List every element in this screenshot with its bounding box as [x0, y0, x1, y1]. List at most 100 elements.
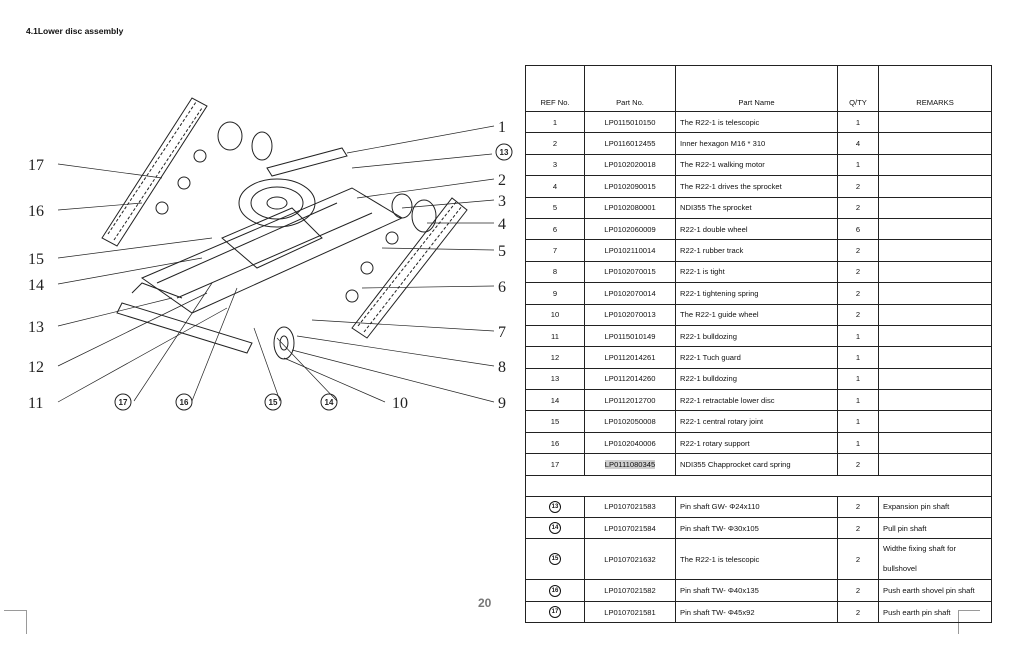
qty-cell-text: 1: [855, 417, 861, 427]
part-name-cell-text: NDI355 The sprocket: [680, 203, 752, 213]
part-name-cell: The R22-1 drives the sprocket: [675, 175, 838, 198]
remarks-cell: [878, 153, 992, 177]
part-name-cell-text: Pin shaft TW- Φ30x105: [680, 523, 759, 533]
qty-cell-text: 2: [855, 181, 861, 191]
header-remarks: REMARKS: [878, 65, 992, 112]
part-name-cell: R22-1 rubber track: [675, 239, 838, 262]
qty-cell-text: 2: [855, 459, 861, 469]
remarks-cell: Push earth shovel pin shaft: [878, 579, 992, 602]
circled-ref: 15: [549, 553, 561, 566]
part-name-cell: R22-1 tightening spring: [675, 282, 838, 305]
part-no-cell-text: LP0115010150: [604, 117, 656, 127]
part-no-cell-text: LP0115010149: [604, 331, 656, 341]
part-name-cell-text: The R22-1 guide wheel: [680, 310, 759, 320]
part-name-cell: Pin shaft TW- Φ40x135: [675, 579, 838, 602]
ref-cell-text: 2: [552, 139, 558, 149]
callout-4: 4: [498, 216, 506, 233]
qty-cell-text: 6: [855, 224, 861, 234]
qty-cell-text: 1: [855, 160, 861, 170]
table-row: 4 LP0102090015 The R22-1 drives the sprock…: [525, 175, 992, 198]
part-name-cell: The R22-1 guide wheel: [675, 303, 838, 326]
part-no-cell-text: LP0112012700: [604, 395, 656, 405]
callout-2: 2: [498, 172, 506, 189]
ref-cell: 1: [525, 110, 585, 134]
qty-cell: 1: [837, 346, 879, 369]
remarks-cell: [878, 217, 992, 241]
ref-cell: 8: [525, 260, 585, 284]
callout-10: 10: [392, 395, 408, 412]
remarks-cell: [878, 453, 992, 476]
callout-3: 3: [498, 193, 506, 210]
ref-cell: 15: [525, 410, 585, 433]
ref-cell-text: 6: [552, 224, 558, 234]
callout-9: 9: [498, 395, 506, 412]
circled-callout-13: 13: [500, 148, 509, 157]
ref-cell: 9: [525, 282, 585, 305]
ref-cell-text: 12: [550, 352, 560, 362]
part-name-cell: R22-1 Tuch guard: [675, 346, 838, 369]
header-qty: Q/TY: [837, 65, 879, 112]
part-name-cell-text: Pin shaft TW- Φ40x135: [680, 586, 759, 596]
circled-ref: 14: [549, 522, 561, 535]
qty-cell-text: 2: [855, 607, 861, 617]
qty-cell: 1: [837, 431, 879, 455]
qty-cell: 2: [837, 196, 879, 219]
part-no-cell-text: LP0102090015: [604, 181, 656, 191]
ref-cell: 13: [525, 495, 585, 519]
ref-cell-text: 15: [550, 417, 560, 427]
header-ref-no: REF No.: [525, 65, 585, 112]
ref-cell: 2: [525, 132, 585, 155]
remarks-cell: [878, 346, 992, 369]
qty-cell-text: 2: [855, 288, 861, 298]
qty-cell: 2: [837, 453, 879, 476]
part-no-cell-text: LP0112014261: [604, 352, 656, 362]
remarks-cell: Push earth pin shaft: [878, 600, 992, 624]
part-name-cell: Pin shaft TW- Φ45x92: [675, 600, 838, 624]
qty-cell: 6: [837, 217, 879, 241]
part-no-cell: LP0102020018: [584, 153, 676, 177]
part-no-cell-text: LP0107021582: [604, 586, 656, 596]
circled-callout-16: 16: [180, 398, 189, 407]
part-name-cell-text: R22-1 rotary support: [680, 438, 750, 448]
remarks-cell: Pull pin shaft: [878, 517, 992, 540]
part-name-cell: R22-1 bulldozing: [675, 324, 838, 348]
part-name-cell-text: R22-1 retractable lower disc: [680, 395, 775, 405]
callout-7: 7: [498, 324, 506, 341]
ref-cell: 16: [525, 579, 585, 602]
part-no-cell: LP0107021582: [584, 579, 676, 602]
part-no-cell: LP0107021584: [584, 517, 676, 540]
qty-cell: 2: [837, 303, 879, 326]
part-name-cell: The R22-1 walking motor: [675, 153, 838, 177]
part-no-cell-text: LP0102070013: [604, 310, 656, 320]
remarks-cell-text: Pull pin shaft: [883, 523, 927, 533]
part-no-cell: LP0102050008: [584, 410, 676, 433]
part-name-cell: R22-1 rotary support: [675, 431, 838, 455]
part-name-cell: R22-1 bulldozing: [675, 367, 838, 391]
remarks-cell: [878, 431, 992, 455]
ref-cell: 14: [525, 517, 585, 540]
ref-cell: 17: [525, 600, 585, 624]
part-no-cell-text: LP0116012455: [604, 139, 656, 149]
remarks-cell: [878, 282, 992, 305]
remarks-cell: [878, 239, 992, 262]
part-no-cell-text: LP0102110014: [604, 246, 656, 256]
part-no-cell-text: LP0102070015: [604, 267, 656, 277]
ref-cell-text: 4: [552, 181, 558, 191]
part-name-cell-text: R22-1 tightening spring: [680, 288, 759, 298]
qty-cell-text: 2: [855, 203, 861, 213]
part-name-cell-text: The R22-1 is telescopic: [680, 554, 760, 564]
qty-cell-text: 1: [855, 331, 861, 341]
walking-motor: [217, 121, 437, 233]
remarks-cell-text: Push earth shovel pin shaft: [883, 586, 975, 596]
part-no-cell: LP0115010150: [584, 110, 676, 134]
part-no-cell-text: LP0102020018: [604, 160, 656, 170]
part-no-cell-text: LP0107021581: [604, 607, 656, 617]
qty-cell-text: 2: [855, 310, 861, 320]
part-no-cell-text: LP0102080001: [604, 203, 656, 213]
part-name-cell: R22-1 double wheel: [675, 217, 838, 241]
leader-lines: [57, 125, 495, 403]
